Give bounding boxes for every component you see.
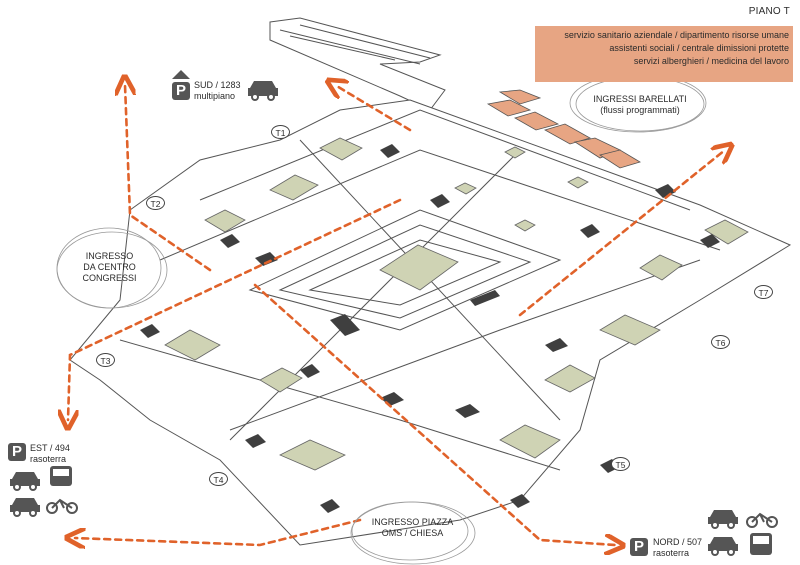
entrance-line: CONGRESSI	[82, 273, 137, 283]
courtyard-t7	[704, 219, 749, 245]
entrance-line: OMS / CHIESA	[381, 528, 444, 538]
tower-marker-t6: T6	[711, 335, 730, 349]
label-ellipses	[56, 73, 707, 565]
courtyard-t3	[164, 329, 221, 361]
vertical-cores	[140, 144, 720, 513]
car-icon	[708, 537, 738, 556]
courtyard-t4	[279, 439, 346, 471]
courtyard-t6	[599, 314, 661, 346]
parking-icon: P	[8, 443, 26, 461]
tower-marker-t4: T4	[209, 472, 228, 486]
entrance-piazza-label: INGRESSO PIAZZA OMS / CHIESA	[355, 517, 470, 539]
arrow-piazza	[75, 518, 362, 545]
bus-icon	[50, 466, 72, 486]
parking-type: rasoterra	[30, 454, 67, 464]
main-block	[69, 99, 792, 546]
courtyard-d	[259, 367, 303, 393]
central-courtyard	[379, 244, 459, 291]
bicycle-icon	[46, 498, 78, 514]
bicycle-icon	[746, 512, 778, 528]
parking-icon: P	[630, 538, 648, 556]
arrow-est-parking	[68, 198, 402, 420]
arrow-ne	[518, 150, 725, 317]
courtyards	[164, 137, 749, 471]
entrance-stretchers-label: INGRESSI BARELLATI (flussi programmati)	[575, 94, 705, 116]
tower-marker-t2: T2	[146, 196, 165, 210]
tower-marker-t3: T3	[96, 353, 115, 367]
parking-name: SUD / 1283	[194, 80, 241, 90]
courtyard-small-3	[514, 219, 536, 232]
courtyard-small-1	[454, 182, 477, 195]
entrance-line: DA CENTRO	[83, 262, 136, 272]
courtyard-b	[544, 364, 596, 393]
entrance-line: INGRESSI BARELLATI	[593, 94, 687, 104]
courtyard-t2	[204, 209, 246, 233]
entrance-congress-label: INGRESSO DA CENTRO CONGRESSI	[62, 251, 157, 284]
access-arrows	[68, 85, 725, 545]
highlighted-rooms	[486, 89, 641, 169]
tower-marker-t1: T1	[271, 125, 290, 139]
courtyard-t5	[499, 424, 561, 459]
north-wing	[269, 17, 446, 111]
multistorey-roof-icon	[172, 70, 190, 79]
car-icon	[248, 81, 278, 101]
entrance-line: INGRESSO PIAZZA	[371, 517, 454, 527]
plan-title: PIANO T	[748, 6, 790, 17]
parking-name: EST / 494	[30, 443, 70, 453]
parking-nord-label: NORD / 507 rasoterra	[653, 537, 702, 559]
courtyard-small-4	[567, 176, 589, 189]
car-icon	[708, 510, 738, 529]
car-icon	[10, 498, 40, 517]
parking-sud-label: SUD / 1283 multipiano	[194, 80, 241, 102]
arrow-nord-parking	[253, 283, 615, 545]
parking-est-label: EST / 494 rasoterra	[30, 443, 70, 465]
entrance-line: (flussi programmati)	[600, 105, 680, 115]
function-line: servizio sanitario aziendale / dipartime…	[564, 30, 789, 40]
courtyard-a	[269, 174, 319, 201]
entrance-line: INGRESSO	[85, 251, 134, 261]
courtyard-small-2	[504, 146, 526, 159]
car-icon	[10, 472, 40, 491]
courtyard-t1	[319, 137, 363, 161]
function-line: servizi alberghieri / medicina del lavor…	[633, 56, 789, 66]
bus-icon	[750, 533, 772, 555]
parking-icon: P	[172, 82, 190, 100]
parking-type: multipiano	[194, 91, 236, 101]
arrow-sud-parking	[335, 85, 412, 132]
tower-marker-t7: T7	[754, 285, 773, 299]
courtyard-c	[639, 254, 683, 281]
arrow-congress-west	[125, 85, 212, 272]
tower-marker-t5: T5	[611, 457, 630, 471]
functions-legend: servizio sanitario aziendale / dipartime…	[535, 26, 793, 82]
parking-type: rasoterra	[653, 548, 690, 558]
function-line: assistenti sociali / centrale dimissioni…	[609, 43, 789, 53]
parking-name: NORD / 507	[653, 537, 703, 547]
